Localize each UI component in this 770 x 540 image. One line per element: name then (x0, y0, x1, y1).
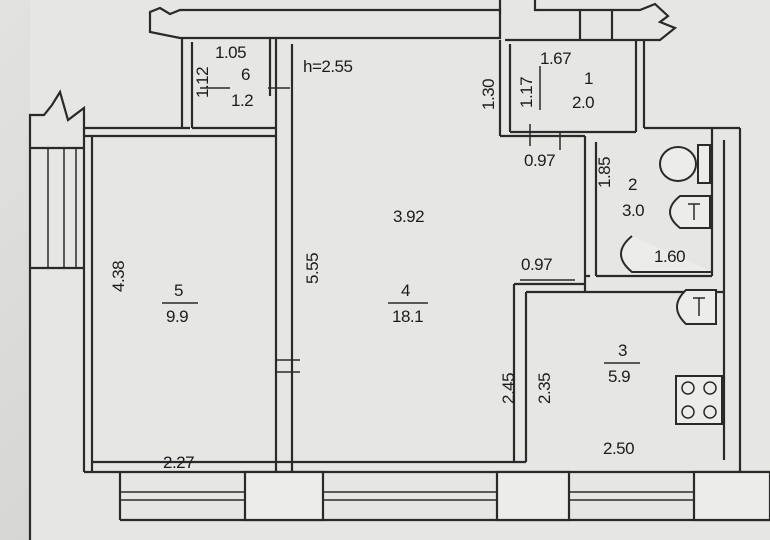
room1-number: 1 (584, 69, 593, 88)
dim-kitchen-depth-inner: 2.35 (535, 373, 554, 404)
dim-closet-width: 1.05 (215, 43, 246, 62)
dim-room1-width: 1.67 (540, 49, 571, 68)
room6-number: 6 (241, 65, 250, 84)
room3-number: 3 (618, 341, 627, 360)
room2-area: 3.0 (622, 201, 644, 220)
balcony-wall (28, 89, 86, 540)
dim-room4-depth: 5.55 (303, 253, 322, 284)
ceiling-height-label: h=2.55 (303, 57, 353, 76)
room6-walls (180, 38, 278, 130)
stove-icon (675, 375, 723, 425)
dim-corridor-width-bottom: 0.97 (521, 255, 552, 274)
top-wall (148, 0, 678, 42)
dim-room1-depth-inner: 1.17 (517, 77, 536, 108)
room2-walls (583, 126, 740, 278)
room4-area: 18.1 (392, 307, 423, 326)
dim-closet-depth: 1.12 (193, 67, 212, 98)
toilet-icon (659, 144, 711, 184)
room2-number: 2 (628, 175, 637, 194)
dim-room5-width: 2.27 (163, 453, 194, 472)
room5-number: 5 (174, 281, 183, 300)
room6-area: 1.2 (231, 91, 253, 110)
room5-area: 9.9 (166, 307, 188, 326)
dimension-ticks (200, 66, 597, 281)
dim-kitchen-width: 2.50 (603, 439, 634, 458)
dim-corridor-width-top: 0.97 (524, 151, 555, 170)
room3-area: 5.9 (608, 367, 630, 386)
dim-room1-depth-outer: 1.30 (479, 79, 498, 110)
dim-room4-width: 3.92 (393, 207, 424, 226)
bottom-wall (84, 460, 770, 522)
dim-room5-depth: 4.38 (109, 261, 128, 292)
dim-kitchen-depth-outer: 2.45 (499, 373, 518, 404)
bathtub-icon (620, 195, 712, 273)
room5-room4-partition (274, 44, 300, 472)
sink-icon (676, 289, 717, 325)
dim-bath-depth: 1.85 (595, 157, 614, 188)
dim-bath-width: 1.60 (654, 247, 685, 266)
room4-number: 4 (401, 281, 410, 300)
room1-area: 2.0 (572, 93, 594, 112)
room1-walls (498, 40, 712, 138)
